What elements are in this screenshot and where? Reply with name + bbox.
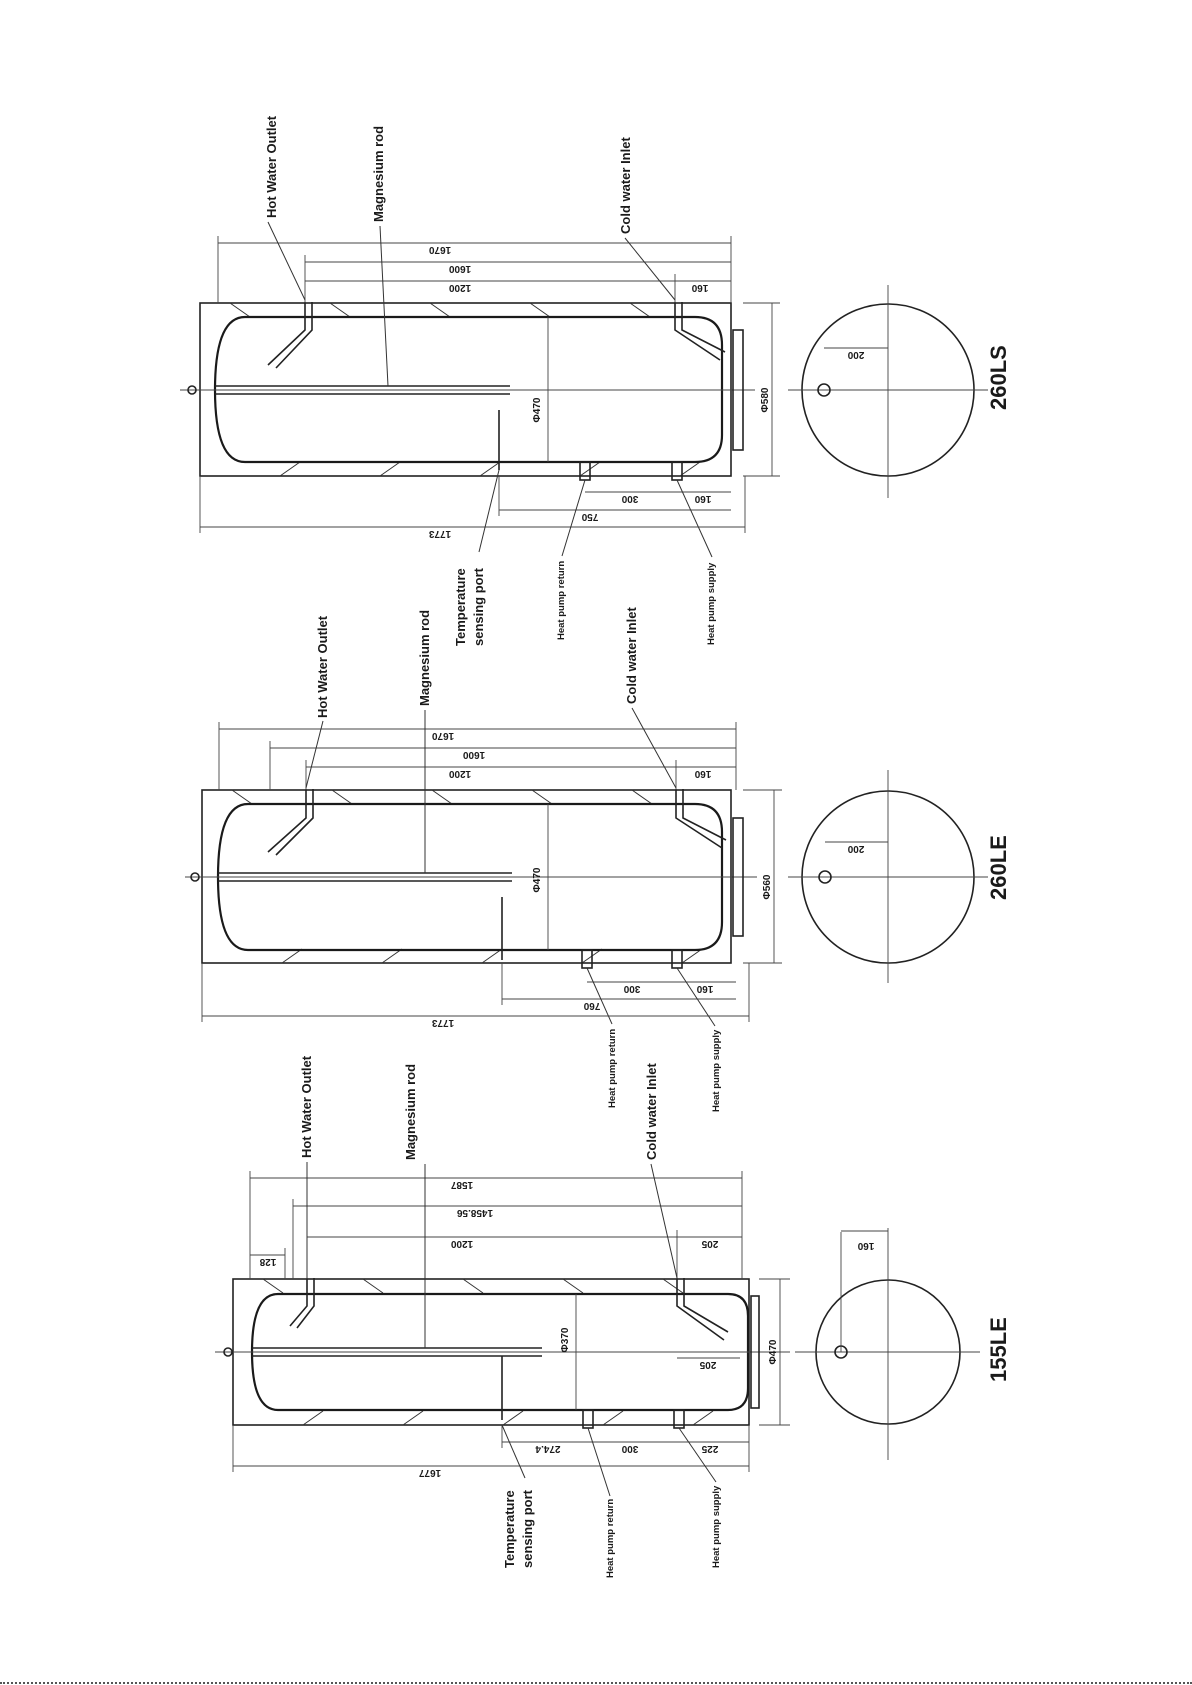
- label-heat-pump-supply: Heat pump supply: [711, 1029, 722, 1112]
- label-heat-pump-return: Heat pump return: [556, 561, 567, 640]
- support-foot: [732, 817, 744, 937]
- model-name: 260LE: [986, 835, 1011, 900]
- label-cold-water-inlet: Cold water Inlet: [644, 1063, 659, 1160]
- dim-outer-dia: Φ560: [762, 874, 773, 899]
- end-view-port: [818, 870, 832, 884]
- label-heat-pump-return: Heat pump return: [605, 1499, 616, 1578]
- dim-outer-dia: Φ580: [760, 387, 771, 412]
- dim-bottom-mid: 300: [621, 1443, 638, 1454]
- heat-pump-supply-nozzle: [671, 461, 683, 481]
- label-temperature-2: sensing port: [471, 567, 486, 646]
- label-heat-pump-return: Heat pump return: [607, 1029, 618, 1108]
- hot-water-pipe: [267, 789, 314, 856]
- dim-bottom-right: 225: [701, 1443, 718, 1454]
- dim-inner-right: 205: [699, 1359, 716, 1370]
- dim-bottom-mid: 300: [621, 493, 638, 504]
- tank-body: [216, 802, 724, 952]
- support-foot: [732, 329, 744, 451]
- dim-bottom-mid: 300: [623, 983, 640, 994]
- dim-top-mid: 1600: [462, 749, 485, 760]
- tank-body: [250, 1292, 750, 1412]
- heat-pump-supply-nozzle: [671, 949, 683, 969]
- label-magnesium-rod: Magnesium rod: [371, 126, 386, 222]
- end-view-port: [817, 383, 831, 397]
- dim-top-inner: 1200: [448, 768, 471, 779]
- dim-top-right: 160: [691, 282, 708, 293]
- heat-pump-return-nozzle: [579, 461, 591, 481]
- model-260ls: Φ580 Φ470 1670 1600 1200 160 160 300 750…: [180, 115, 1011, 646]
- page-divider: [0, 1682, 1192, 1684]
- cold-water-pipe: [676, 1278, 729, 1341]
- dim-bottom-long: 760: [583, 1000, 600, 1011]
- dim-bottom-right: 160: [694, 493, 711, 504]
- insulation-hatch: [229, 302, 701, 477]
- dim-overall: 1677: [418, 1467, 441, 1478]
- cold-water-pipe: [675, 789, 727, 849]
- rod-cap: [190, 872, 200, 882]
- label-hot-water-outlet: Hot Water Outlet: [299, 1055, 314, 1158]
- label-magnesium-rod: Magnesium rod: [403, 1064, 418, 1160]
- label-heat-pump-supply: Heat pump supply: [711, 1485, 722, 1568]
- dim-top-overall: 1587: [450, 1179, 473, 1190]
- dim-bottom-long: 750: [581, 511, 598, 522]
- label-magnesium-rod: Magnesium rod: [417, 610, 432, 706]
- label-temperature-2: sensing port: [520, 1489, 535, 1568]
- hot-water-pipe: [267, 302, 313, 369]
- dim-overall: 1773: [431, 1017, 454, 1028]
- dim-inner-dia: Φ470: [532, 397, 543, 422]
- insulation-hatch: [262, 1278, 714, 1426]
- label-temperature-1: Temperature: [502, 1490, 517, 1568]
- label-heat-pump-supply: Heat pump supply: [706, 562, 717, 645]
- label-cold-water-inlet: Cold water Inlet: [618, 137, 633, 234]
- dim-top-overall: 1670: [431, 730, 454, 741]
- dim-top-mid: 1458.56: [456, 1207, 493, 1218]
- model-name: 260LS: [986, 345, 1011, 410]
- dim-top-right: 160: [694, 768, 711, 779]
- dim-top-mid: 1600: [448, 263, 471, 274]
- dim-circle-offset: 200: [847, 843, 864, 854]
- dim-inner-dia: Φ370: [560, 1327, 571, 1352]
- dim-circle-offset: 160: [857, 1240, 874, 1251]
- dim-top-left: 128: [259, 1256, 276, 1267]
- rod-cap: [187, 385, 197, 395]
- insulation-hatch: [231, 789, 703, 964]
- hot-water-pipe: [289, 1278, 315, 1329]
- support-foot: [750, 1295, 760, 1409]
- model-260le: Φ560 Φ470 1670 1600 1200 160 160 300 760…: [185, 607, 1011, 1112]
- label-temperature-1: Temperature: [453, 568, 468, 646]
- outer-casing: [199, 302, 732, 477]
- cold-water-pipe: [674, 302, 726, 361]
- dim-outer-dia: Φ470: [768, 1339, 779, 1364]
- tank-body: [213, 315, 724, 464]
- dim-bottom-right: 160: [696, 983, 713, 994]
- dim-top-inner: 1200: [450, 1238, 473, 1249]
- dim-inner-dia: Φ470: [532, 867, 543, 892]
- label-hot-water-outlet: Hot Water Outlet: [264, 115, 279, 218]
- dim-top-overall: 1670: [428, 244, 451, 255]
- outer-casing: [201, 789, 732, 964]
- label-cold-water-inlet: Cold water Inlet: [624, 607, 639, 704]
- label-hot-water-outlet: Hot Water Outlet: [315, 615, 330, 718]
- dim-bottom-long: 274.4: [535, 1443, 560, 1454]
- dim-top-inner: 1200: [448, 282, 471, 293]
- model-name: 155LE: [986, 1317, 1011, 1382]
- dim-circle-offset: 200: [847, 349, 864, 360]
- rod-cap: [223, 1347, 233, 1357]
- dim-overall: 1773: [428, 528, 451, 539]
- dim-top-right: 205: [701, 1238, 718, 1249]
- model-155le: Φ470 Φ370 205 1587 1458.56 1200 205 128 …: [215, 1055, 1011, 1578]
